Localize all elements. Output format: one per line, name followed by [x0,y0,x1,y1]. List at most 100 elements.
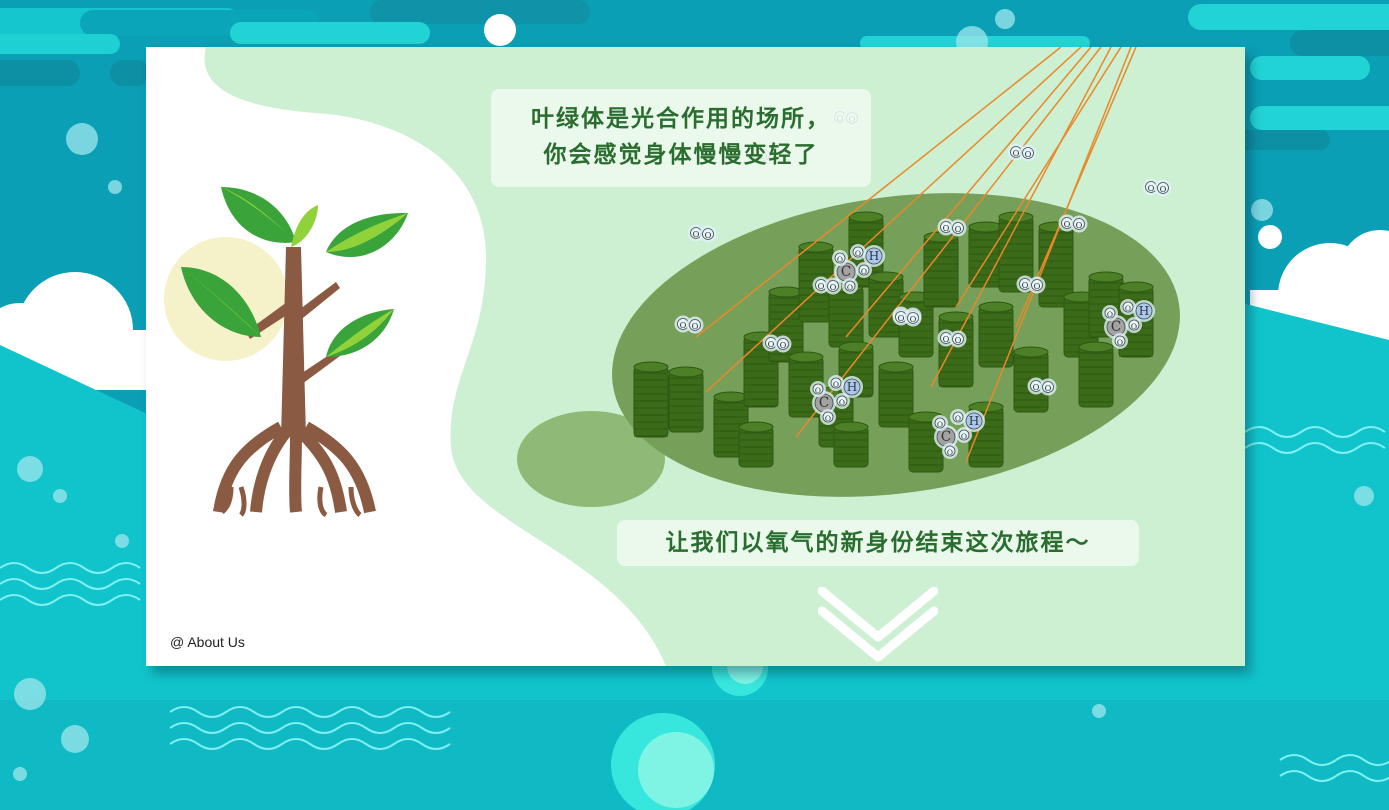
thylakoid-stack [1078,341,1114,408]
svg-text:O: O [830,282,837,292]
atom: O [774,335,792,353]
svg-text:O: O [768,339,775,349]
atom: O [686,316,704,334]
svg-text:O: O [847,283,853,292]
photosynthesis-scene: OOOOOOOOOOOOOOOOOOOOOOOOOOOOOOCHOOOOCHOO… [146,47,1180,666]
thylakoid-stack [878,361,914,428]
atom: O [1120,299,1136,315]
atom: O [1070,215,1088,233]
svg-text:O: O [947,448,953,457]
atom: O [1126,317,1142,333]
svg-text:C: C [941,429,951,445]
svg-text:O: O [1045,383,1052,393]
atom: O [850,244,866,260]
svg-text:O: O [693,229,700,239]
svg-text:O: O [1107,310,1113,319]
svg-text:O: O [910,314,917,324]
svg-text:O: O [898,313,905,323]
atom: O [932,415,948,431]
svg-text:O: O [961,432,967,441]
svg-text:O: O [937,420,943,429]
svg-text:O: O [837,255,843,264]
atom: O [832,250,848,266]
svg-text:O: O [855,249,861,258]
thylakoid-stack [923,231,959,308]
svg-text:C: C [1111,319,1121,335]
thylakoid-stack [738,421,774,468]
svg-text:C: C [841,264,851,280]
thylakoid-stack [833,421,869,468]
atom: O [699,225,717,243]
atom: H [963,410,985,432]
thylakoid-stack [938,311,974,388]
svg-text:O: O [839,398,845,407]
svg-text:O: O [1033,382,1040,392]
atom: O [904,309,922,327]
svg-text:O: O [818,281,825,291]
svg-text:O: O [1117,338,1123,347]
atom: O [1102,305,1118,321]
svg-text:O: O [943,223,950,233]
story-message-top: 叶绿体是光合作用的场所， 你会感觉身体慢慢变轻了 [491,89,871,187]
svg-text:O: O [943,334,950,344]
atom: O [820,409,836,425]
svg-text:C: C [819,395,829,411]
atom: O [949,219,967,237]
svg-text:O: O [815,386,821,395]
svg-text:O: O [705,230,712,240]
atom: O [1112,333,1128,349]
atom: O [834,393,850,409]
svg-text:O: O [955,414,961,423]
svg-text:O: O [955,224,962,234]
svg-text:O: O [861,267,867,276]
atom: O [1019,144,1037,162]
svg-text:O: O [1064,219,1071,229]
double-chevron-down-icon[interactable] [818,587,938,662]
svg-text:O: O [955,335,962,345]
atom: O [949,330,967,348]
thylakoid-stack [998,211,1034,293]
thylakoid-stack [668,366,704,433]
svg-text:O: O [1022,280,1029,290]
atom: O [842,278,858,294]
story-message-bottom: 让我们以氧气的新身份结束这次旅程～ [617,520,1139,566]
thylakoid-stack [798,241,834,323]
svg-text:O: O [692,321,699,331]
svg-text:O: O [1025,149,1032,159]
svg-text:H: H [869,249,879,263]
atom: O [1039,378,1057,396]
atom: O [828,375,844,391]
svg-text:O: O [1034,281,1041,291]
thylakoid-stack [633,361,669,438]
thylakoid-stack [978,301,1014,368]
atom: H [863,245,885,267]
atom: C [812,391,836,415]
svg-text:H: H [847,380,857,394]
svg-text:O: O [1125,304,1131,313]
mangrove-tree-icon [181,187,408,518]
atom: H [1133,300,1155,322]
svg-text:O: O [1013,148,1020,158]
svg-text:O: O [1131,322,1137,331]
atom: O [856,262,872,278]
story-card: OOOOOOOOOOOOOOOOOOOOOOOOOOOOOOCHOOOOCHOO… [146,47,1245,666]
atom: O [942,443,958,459]
atom: O [1028,276,1046,294]
svg-text:O: O [1148,183,1155,193]
svg-text:O: O [833,380,839,389]
atom: O [824,277,842,295]
story-message-line2: 你会感觉身体慢慢变轻了 [543,141,819,168]
atom: H [841,376,863,398]
about-us-link[interactable]: @ About Us [170,634,245,650]
atom: O [956,427,972,443]
svg-text:O: O [1160,184,1167,194]
svg-text:H: H [1139,304,1149,318]
story-message-line1: 叶绿体是光合作用的场所， [531,105,831,132]
svg-text:O: O [825,414,831,423]
svg-text:H: H [969,414,979,428]
svg-text:O: O [780,340,787,350]
atom: O [1154,179,1172,197]
atom: O [810,381,826,397]
atom: O [950,409,966,425]
svg-text:O: O [680,320,687,330]
